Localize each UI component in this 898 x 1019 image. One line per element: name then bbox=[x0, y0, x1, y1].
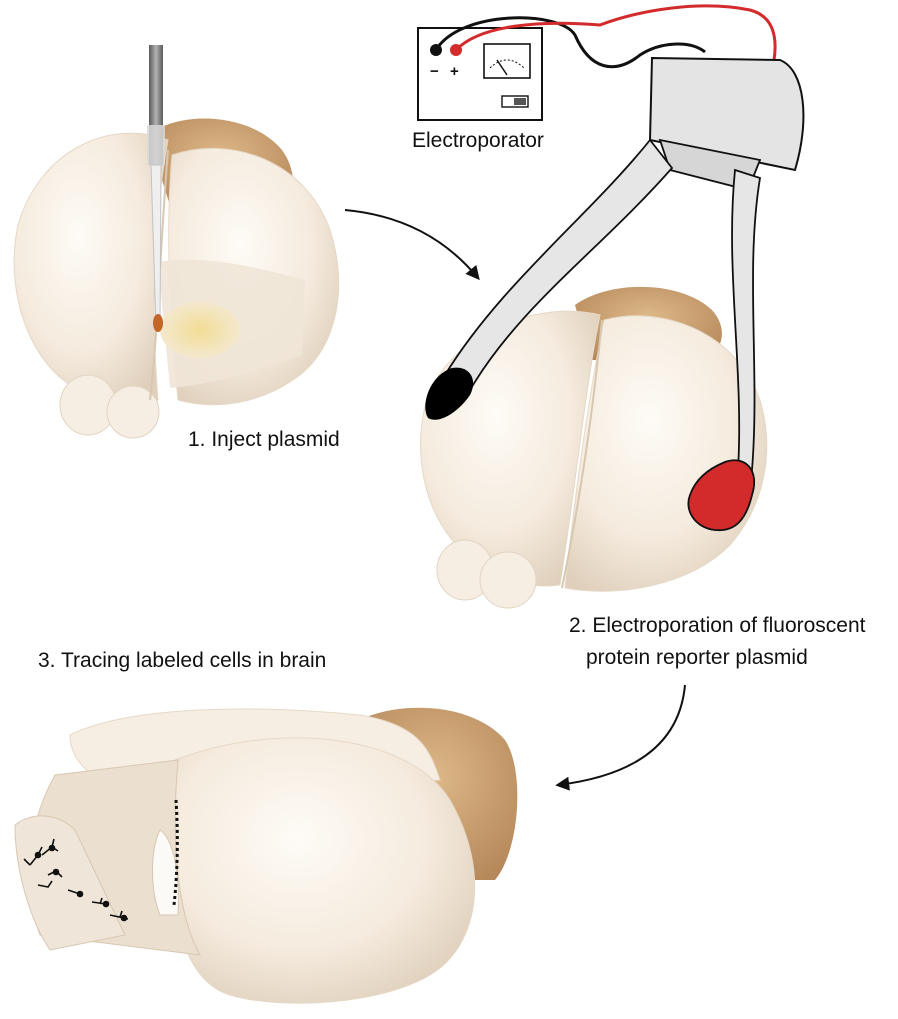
electroporator-label: Electroporator bbox=[412, 129, 544, 152]
arrow-step1-to-step2 bbox=[345, 210, 478, 278]
neuron-soma bbox=[122, 916, 127, 921]
power-switch-toggle bbox=[514, 98, 526, 105]
positive-symbol: + bbox=[450, 63, 459, 80]
injection-site bbox=[153, 314, 163, 332]
plasmid-bolus bbox=[160, 302, 240, 358]
pipette-collar bbox=[147, 125, 165, 165]
brain-left-hemisphere bbox=[14, 133, 168, 406]
arrow-step2-to-step3 bbox=[558, 685, 685, 785]
step2-label-line1: 2. Electroporation of fluoroscent bbox=[569, 614, 866, 637]
olfactory-bulb-right bbox=[480, 552, 536, 608]
step3-label: 3. Tracing labeled cells in brain bbox=[38, 649, 326, 672]
step1-label: 1. Inject plasmid bbox=[188, 428, 340, 451]
neuron-soma bbox=[50, 846, 55, 851]
neuron-soma bbox=[78, 892, 83, 897]
negative-symbol: − bbox=[430, 63, 439, 80]
meter-display bbox=[484, 44, 530, 78]
brain-injection-illustration bbox=[14, 45, 339, 438]
brain-lower-hemisphere bbox=[170, 738, 475, 1003]
neuron-soma bbox=[104, 902, 109, 907]
brain-tracing-illustration bbox=[15, 708, 517, 1003]
step2-label-line2: protein reporter plasmid bbox=[586, 646, 808, 669]
neuron-soma bbox=[54, 870, 59, 875]
neuron-soma bbox=[36, 853, 41, 858]
